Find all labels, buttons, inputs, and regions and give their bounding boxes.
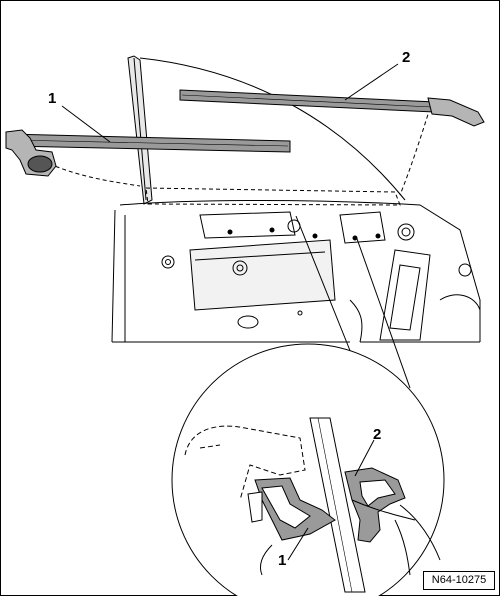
leader-top-1 [61,105,111,143]
reference-code: N64-10275 [423,571,495,590]
callout-top-2: 2 [402,49,411,66]
leader-top-2 [344,63,399,101]
callout-detail-2: 2 [373,426,382,443]
callout-top-1: 1 [48,90,57,107]
seal-strip-2 [179,89,485,127]
callout-detail-1: 1 [278,552,287,569]
vehicle-body-view [29,55,481,343]
leader-detail-1 [287,527,309,561]
leader-detail-2 [354,439,375,477]
detail-view [171,343,445,596]
seal-strip-1 [5,129,291,177]
